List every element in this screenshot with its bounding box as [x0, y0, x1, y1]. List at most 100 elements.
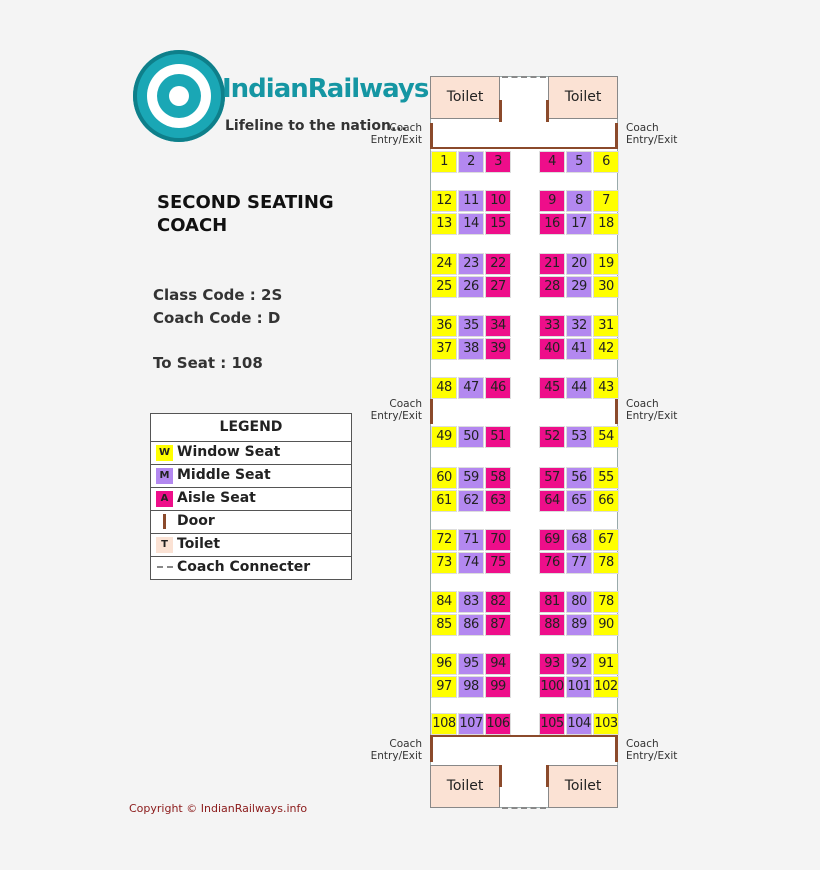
- seat-66[interactable]: 66: [593, 490, 619, 512]
- seat-86[interactable]: 86: [458, 614, 484, 636]
- seat-55[interactable]: 55: [593, 467, 619, 489]
- seat-74[interactable]: 74: [458, 552, 484, 574]
- seat-103[interactable]: 103: [593, 713, 619, 735]
- seat-56[interactable]: 56: [566, 467, 592, 489]
- seat-97[interactable]: 97: [431, 676, 457, 698]
- seat-68[interactable]: 68: [566, 529, 592, 551]
- seat-44[interactable]: 44: [566, 377, 592, 399]
- seat-73[interactable]: 73: [431, 552, 457, 574]
- seat-20[interactable]: 20: [566, 253, 592, 275]
- seat-62[interactable]: 62: [458, 490, 484, 512]
- seat-12[interactable]: 12: [431, 190, 457, 212]
- seat-27[interactable]: 27: [485, 276, 511, 298]
- seat-18[interactable]: 18: [593, 213, 619, 235]
- seat-91[interactable]: 91: [593, 653, 619, 675]
- seat-13[interactable]: 13: [431, 213, 457, 235]
- seat-104[interactable]: 104: [566, 713, 592, 735]
- seat-52[interactable]: 52: [539, 426, 565, 448]
- seat-75[interactable]: 75: [485, 552, 511, 574]
- seat-5[interactable]: 5: [566, 151, 592, 173]
- seat-9[interactable]: 9: [539, 190, 565, 212]
- seat-24[interactable]: 24: [431, 253, 457, 275]
- seat-8[interactable]: 8: [566, 190, 592, 212]
- seat-87[interactable]: 87: [485, 614, 511, 636]
- seat-28[interactable]: 28: [539, 276, 565, 298]
- seat-105[interactable]: 105: [539, 713, 565, 735]
- seat-80[interactable]: 80: [566, 591, 592, 613]
- seat-63[interactable]: 63: [485, 490, 511, 512]
- seat-70[interactable]: 70: [485, 529, 511, 551]
- seat-7[interactable]: 7: [593, 190, 619, 212]
- seat-35[interactable]: 35: [458, 315, 484, 337]
- seat-29[interactable]: 29: [566, 276, 592, 298]
- seat-83[interactable]: 83: [458, 591, 484, 613]
- seat-40[interactable]: 40: [539, 338, 565, 360]
- seat-57[interactable]: 57: [539, 467, 565, 489]
- seat-59[interactable]: 59: [458, 467, 484, 489]
- seat-25[interactable]: 25: [431, 276, 457, 298]
- seat-14[interactable]: 14: [458, 213, 484, 235]
- seat-36[interactable]: 36: [431, 315, 457, 337]
- seat-85[interactable]: 85: [431, 614, 457, 636]
- seat-72[interactable]: 72: [431, 529, 457, 551]
- seat-67[interactable]: 67: [593, 529, 619, 551]
- seat-33[interactable]: 33: [539, 315, 565, 337]
- seat-78[interactable]: 78: [593, 591, 619, 613]
- seat-34[interactable]: 34: [485, 315, 511, 337]
- seat-82[interactable]: 82: [485, 591, 511, 613]
- seat-69[interactable]: 69: [539, 529, 565, 551]
- seat-100[interactable]: 100: [539, 676, 565, 698]
- seat-26[interactable]: 26: [458, 276, 484, 298]
- seat-19[interactable]: 19: [593, 253, 619, 275]
- seat-50[interactable]: 50: [458, 426, 484, 448]
- seat-77[interactable]: 77: [566, 552, 592, 574]
- seat-15[interactable]: 15: [485, 213, 511, 235]
- seat-101[interactable]: 101: [566, 676, 592, 698]
- seat-93[interactable]: 93: [539, 653, 565, 675]
- seat-38[interactable]: 38: [458, 338, 484, 360]
- seat-39[interactable]: 39: [485, 338, 511, 360]
- seat-81[interactable]: 81: [539, 591, 565, 613]
- seat-17[interactable]: 17: [566, 213, 592, 235]
- seat-48[interactable]: 48: [431, 377, 457, 399]
- seat-1[interactable]: 1: [431, 151, 457, 173]
- seat-78[interactable]: 78: [593, 552, 619, 574]
- seat-37[interactable]: 37: [431, 338, 457, 360]
- seat-60[interactable]: 60: [431, 467, 457, 489]
- seat-23[interactable]: 23: [458, 253, 484, 275]
- seat-32[interactable]: 32: [566, 315, 592, 337]
- seat-43[interactable]: 43: [593, 377, 619, 399]
- seat-88[interactable]: 88: [539, 614, 565, 636]
- seat-21[interactable]: 21: [539, 253, 565, 275]
- seat-31[interactable]: 31: [593, 315, 619, 337]
- seat-11[interactable]: 11: [458, 190, 484, 212]
- seat-61[interactable]: 61: [431, 490, 457, 512]
- seat-3[interactable]: 3: [485, 151, 511, 173]
- seat-51[interactable]: 51: [485, 426, 511, 448]
- seat-65[interactable]: 65: [566, 490, 592, 512]
- seat-107[interactable]: 107: [458, 713, 484, 735]
- seat-2[interactable]: 2: [458, 151, 484, 173]
- seat-10[interactable]: 10: [485, 190, 511, 212]
- seat-89[interactable]: 89: [566, 614, 592, 636]
- seat-47[interactable]: 47: [458, 377, 484, 399]
- seat-54[interactable]: 54: [593, 426, 619, 448]
- seat-49[interactable]: 49: [431, 426, 457, 448]
- seat-46[interactable]: 46: [485, 377, 511, 399]
- seat-4[interactable]: 4: [539, 151, 565, 173]
- seat-92[interactable]: 92: [566, 653, 592, 675]
- seat-90[interactable]: 90: [593, 614, 619, 636]
- seat-96[interactable]: 96: [431, 653, 457, 675]
- seat-102[interactable]: 102: [593, 676, 619, 698]
- seat-84[interactable]: 84: [431, 591, 457, 613]
- seat-106[interactable]: 106: [485, 713, 511, 735]
- seat-41[interactable]: 41: [566, 338, 592, 360]
- seat-95[interactable]: 95: [458, 653, 484, 675]
- seat-58[interactable]: 58: [485, 467, 511, 489]
- seat-45[interactable]: 45: [539, 377, 565, 399]
- seat-30[interactable]: 30: [593, 276, 619, 298]
- seat-98[interactable]: 98: [458, 676, 484, 698]
- seat-42[interactable]: 42: [593, 338, 619, 360]
- seat-108[interactable]: 108: [431, 713, 457, 735]
- seat-99[interactable]: 99: [485, 676, 511, 698]
